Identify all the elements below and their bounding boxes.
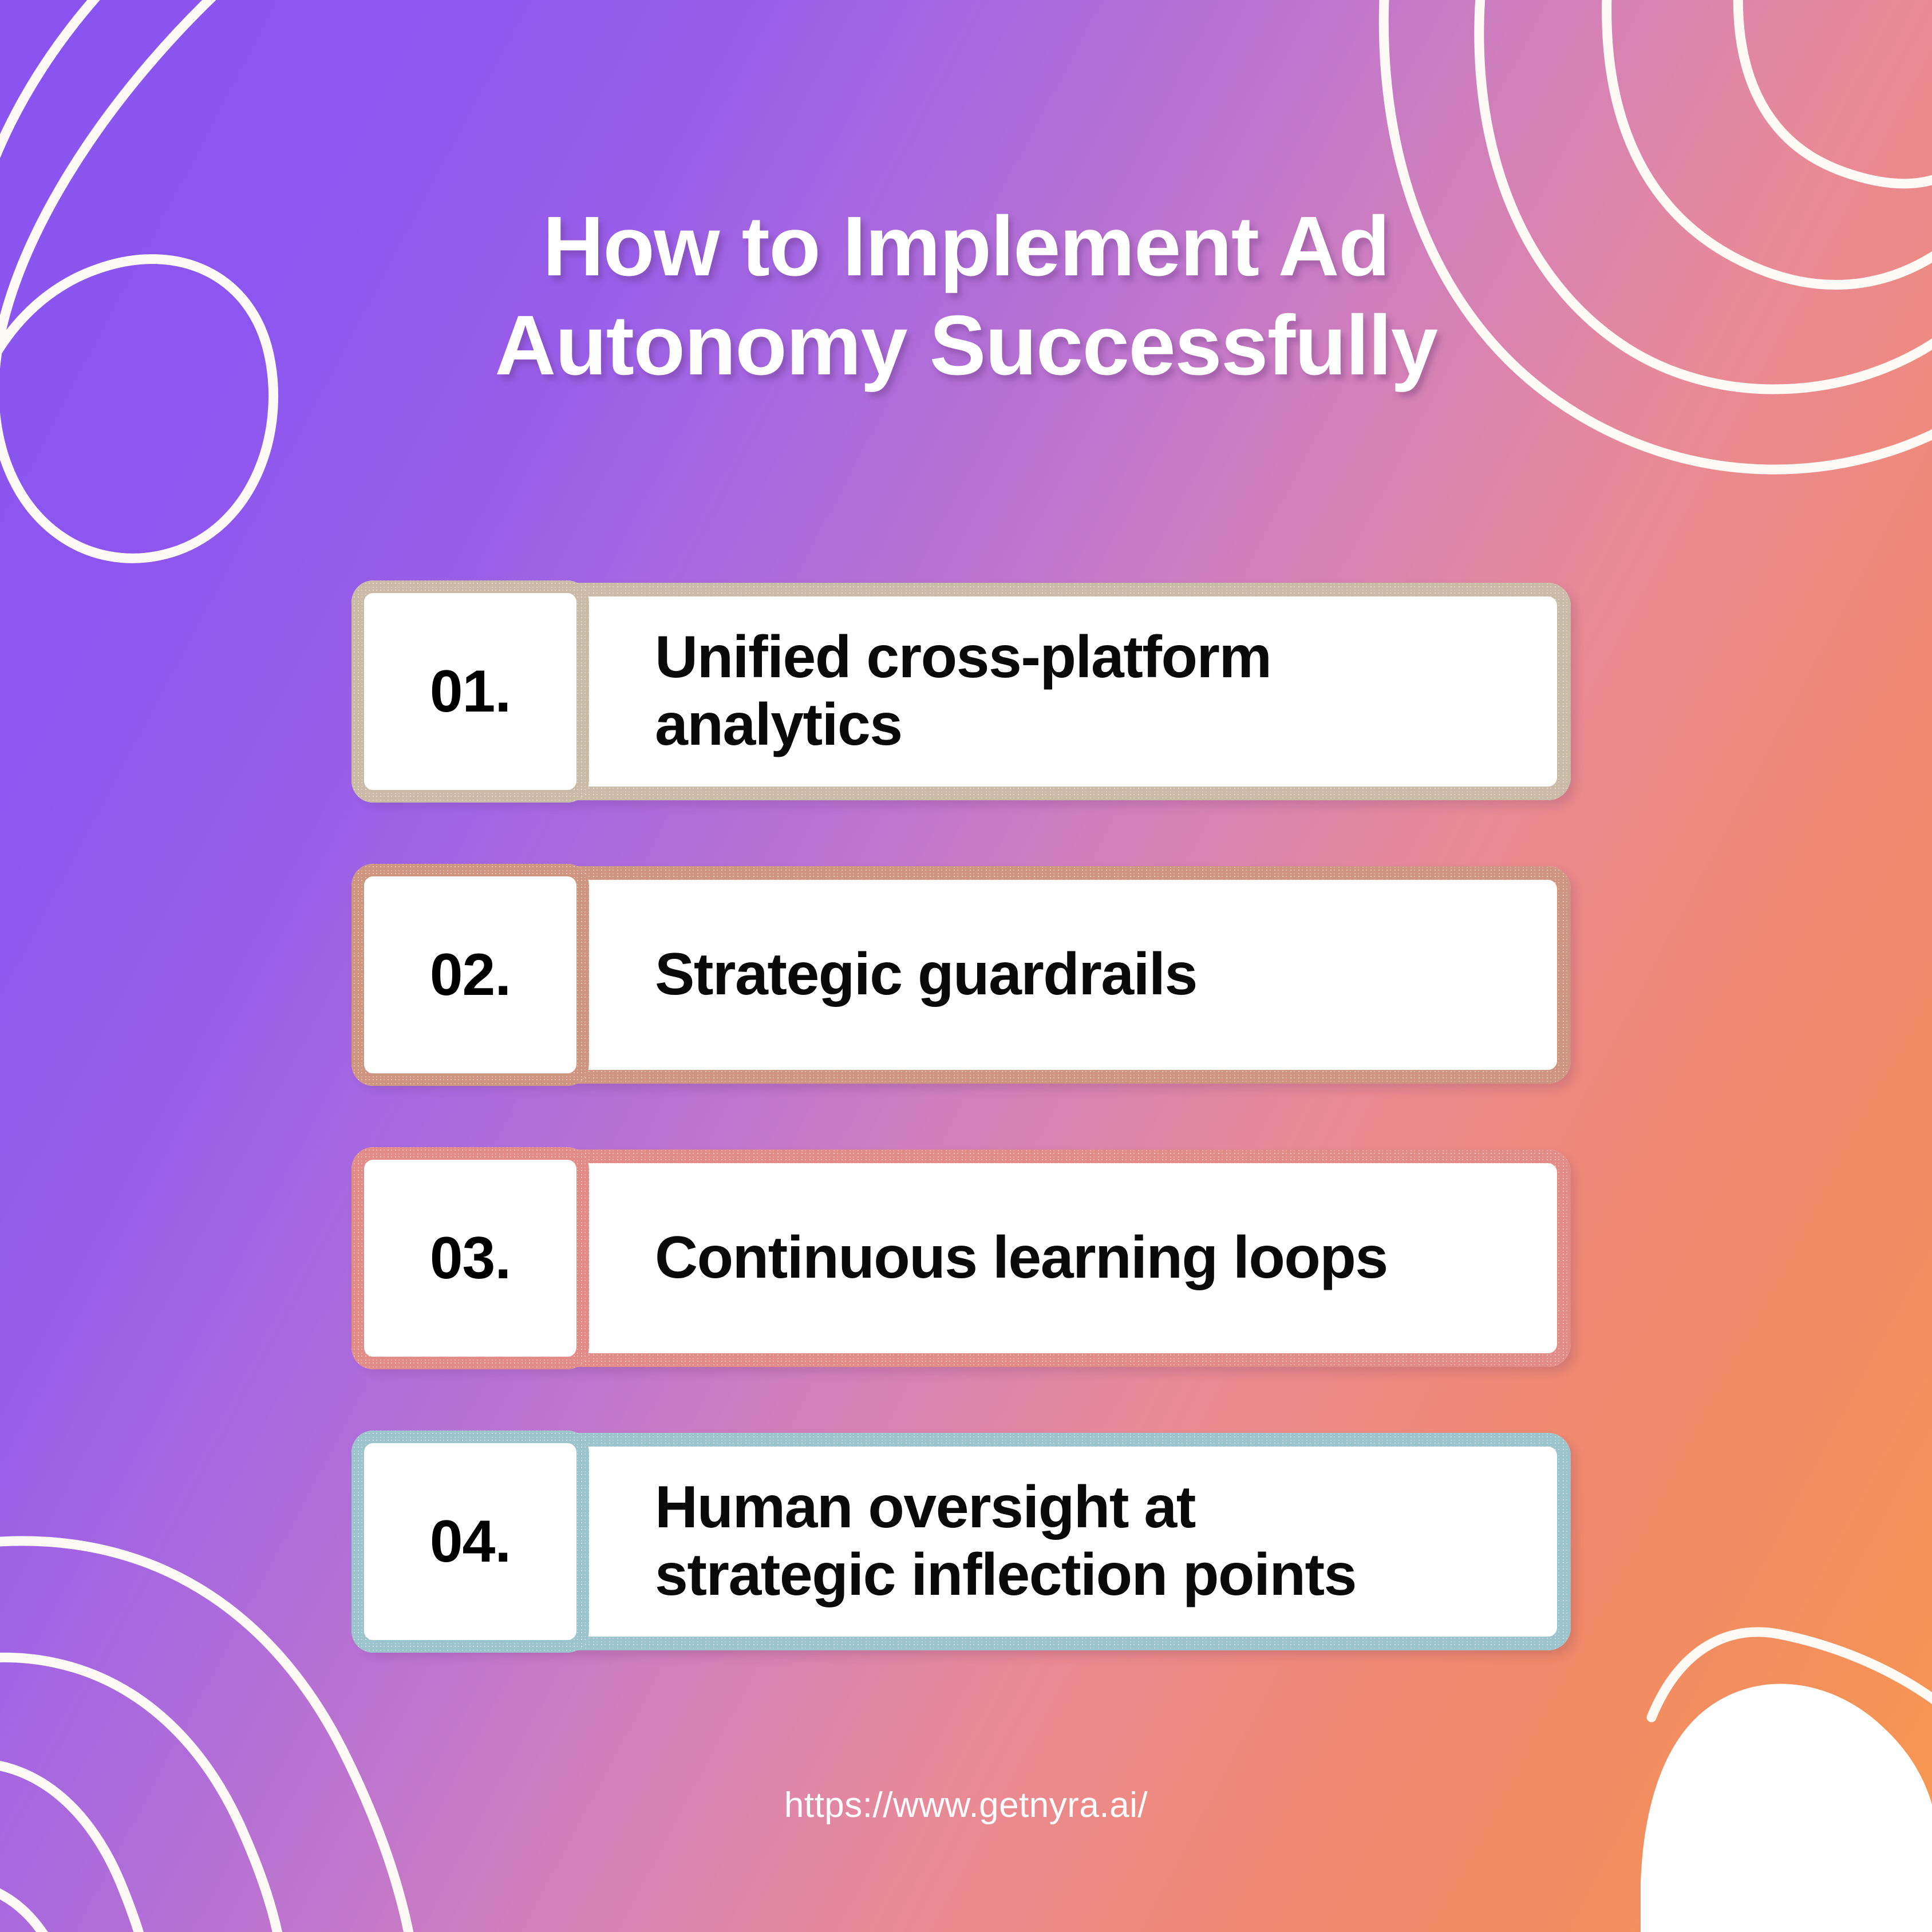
page-title: How to Implement Ad Autonomy Successfull…	[495, 199, 1438, 393]
list-item[interactable]: 01. Unified cross-platform analytics	[351, 580, 1571, 803]
card-number-label: 04.	[429, 1508, 512, 1575]
card-label-area: Continuous learning loops	[589, 1149, 1571, 1367]
card-label-text: Strategic guardrails	[655, 941, 1198, 1008]
card-number-label: 01.	[429, 658, 512, 725]
footer-url[interactable]: https://www.getnyra.ai/	[784, 1785, 1148, 1825]
card-number-box: 04.	[351, 1431, 589, 1653]
card-label-text: Continuous learning loops	[655, 1224, 1388, 1291]
numbered-steps-list: 01. Unified cross-platform analytics 02.…	[351, 580, 1571, 1716]
card-number-box: 02.	[351, 864, 589, 1086]
card-label-area: Unified cross-platform analytics	[589, 583, 1571, 800]
card-label-text: Human oversight at strategic inflection …	[655, 1474, 1357, 1608]
list-item[interactable]: 03. Continuous learning loops	[351, 1147, 1571, 1369]
card-label-area: Strategic guardrails	[589, 866, 1571, 1084]
card-number-label: 03.	[429, 1225, 512, 1291]
card-number-box: 03.	[351, 1147, 589, 1369]
card-number-box: 01.	[351, 580, 589, 803]
list-item[interactable]: 02. Strategic guardrails	[351, 864, 1571, 1086]
bottom-right-blob-shape	[1641, 1627, 1932, 1932]
card-label-area: Human oversight at strategic inflection …	[589, 1433, 1571, 1650]
list-item[interactable]: 04. Human oversight at strategic inflect…	[351, 1431, 1571, 1653]
card-number-label: 02.	[429, 942, 512, 1008]
card-label-text: Unified cross-platform analytics	[655, 624, 1272, 758]
